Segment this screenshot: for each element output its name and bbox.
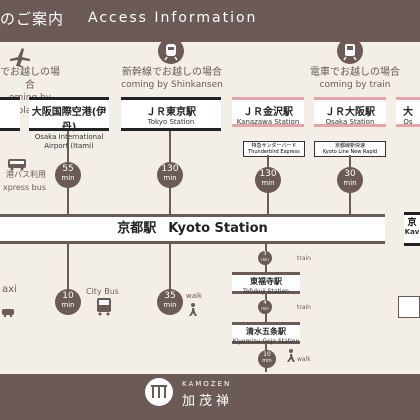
page-title-en: Access Information (88, 10, 258, 26)
brand-name-en: KAMOZEN (182, 380, 232, 388)
station-partial-right: 大 Os (396, 97, 420, 127)
plane-icon (8, 45, 32, 73)
kamozen-logo-icon (145, 378, 173, 406)
line-citybus (67, 244, 69, 314)
train-label-1: train (297, 255, 311, 262)
station-tofukuji: 東福寺駅 Tofukuji Station (232, 272, 300, 295)
station-partial-left (0, 97, 20, 131)
walk-icon (188, 302, 198, 321)
station-itami: 大阪国際空港(伊丹) Osaka International Airport (… (29, 97, 109, 150)
shinkansen-icon (158, 38, 184, 64)
walk-label-1: walk (186, 292, 203, 300)
walk-label-2: walk (297, 356, 311, 363)
walk-icon-2 (286, 348, 296, 367)
train-label-2: train (297, 304, 311, 311)
footer-bar (0, 374, 420, 420)
taxi-label: axi (2, 284, 17, 295)
train-icon (337, 38, 363, 64)
page-title-jp: のご案内 (0, 10, 65, 28)
station-osaka: ＪＲ大阪駅 Osaka Station (314, 97, 386, 127)
station-tokyo: ＪＲ東京駅 Tokyo Station (121, 97, 221, 131)
station-kiyomizu-gojo: 清水五条駅 Kiyomizu-Gojo Station (232, 322, 300, 345)
bus-icon (8, 156, 26, 175)
citybus-icon (96, 298, 112, 320)
header-bar: のご案内 Access Information (0, 0, 420, 42)
line-walk (169, 244, 171, 314)
category-shinkansen: 新幹線でお越しの場合 coming by Shinkansen (121, 67, 223, 90)
label-thunderbird: 特急サンダーバード Thunderbird Express (243, 141, 305, 157)
brand-name-jp: 加茂禅 (182, 394, 234, 409)
taxi-icon (2, 302, 14, 321)
station-kanazawa: ＪＲ金沢駅 Kanazawa Station (232, 97, 304, 127)
category-train: 電車でお越しの場合 coming by train (310, 67, 400, 90)
station-partial-right-lower: 京 Kav (404, 212, 420, 246)
citybus-label: City Bus (86, 287, 119, 296)
bus-caption: 港バス利用 xpress bus (2, 170, 46, 192)
partial-box-right (398, 296, 420, 318)
